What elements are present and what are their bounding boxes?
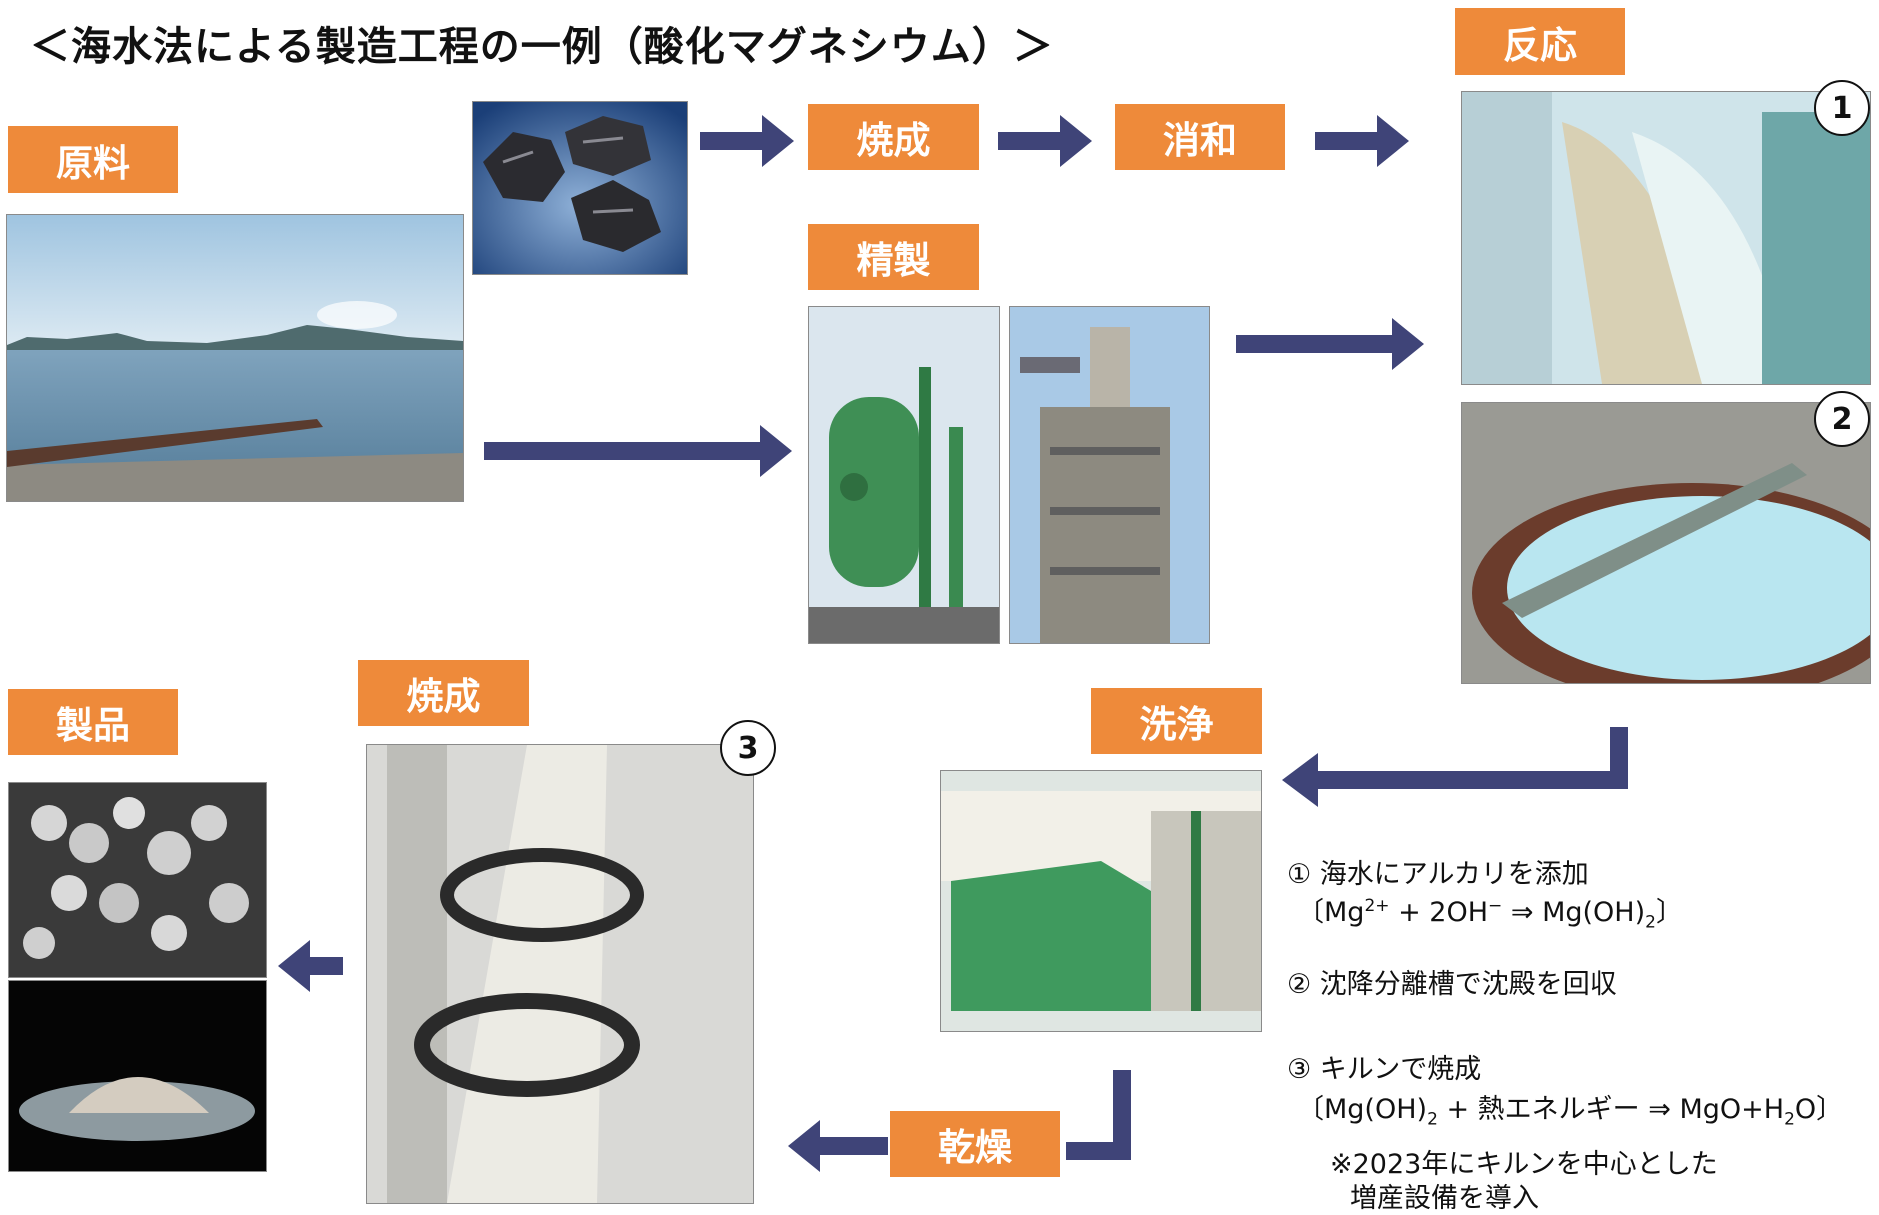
note-2-title: ② 沈降分離槽で沈殿を回収 — [1287, 969, 1617, 1000]
refining-tank-photo — [808, 306, 1000, 644]
badge-1: 1 — [1814, 80, 1870, 136]
badge-3: 3 — [720, 720, 776, 776]
arrow-reaction-to-washing — [1282, 727, 1628, 807]
footnote-line-2: 増産設備を導入 — [1350, 1183, 1539, 1214]
arrow-calcine-to-slaking — [998, 115, 1092, 167]
footnote-line-1: ※2023年にキルンを中心とした — [1330, 1149, 1718, 1180]
label-calcination-bottom: 焼成 — [358, 660, 529, 726]
page-title: ＜海水法による製造工程の一例（酸化マグネシウム）＞ — [30, 24, 1054, 70]
product-sem-photo — [8, 782, 267, 978]
label-reaction: 反応 — [1455, 8, 1625, 75]
label-calcination-top: 焼成 — [808, 104, 979, 170]
note-1-formula: 〔Mg2+ + 2OH− ⇒ Mg(OH)2〕 — [1297, 896, 1683, 933]
label-raw-material: 原料 — [8, 126, 178, 193]
label-slaking: 消和 — [1115, 104, 1285, 170]
arrow-rock-to-calcine — [700, 115, 794, 167]
label-washing: 洗浄 — [1091, 688, 1262, 754]
product-powder-photo — [8, 980, 267, 1172]
arrow-seawater-to-refining — [484, 425, 792, 477]
refining-tower-photo — [1009, 306, 1210, 644]
arrow-refining-to-reaction — [1236, 318, 1424, 370]
washing-filter-photo — [940, 770, 1262, 1032]
note-3-formula: 〔Mg(OH)2 + 熱エネルギー ⇒ MgO+H2O〕 — [1297, 1094, 1844, 1130]
arrow-slaking-to-reaction — [1315, 115, 1409, 167]
label-product: 製品 — [8, 689, 178, 755]
label-refining: 精製 — [808, 224, 979, 290]
arrow-calcine-to-product — [278, 940, 343, 992]
seawater-photo — [6, 214, 464, 502]
reaction-photo-1 — [1461, 91, 1871, 385]
kiln-photo — [366, 744, 754, 1204]
settling-tank-photo — [1461, 402, 1871, 684]
dolomite-rock-photo — [472, 101, 688, 275]
note-3-title: ③ キルンで焼成 — [1287, 1054, 1482, 1085]
note-1-title: ① 海水にアルカリを添加 — [1287, 859, 1589, 890]
arrow-washing-to-drying — [1066, 1070, 1131, 1160]
arrow-drying-to-calcine — [788, 1120, 888, 1172]
badge-2: 2 — [1814, 391, 1870, 447]
label-drying: 乾燥 — [890, 1111, 1060, 1177]
